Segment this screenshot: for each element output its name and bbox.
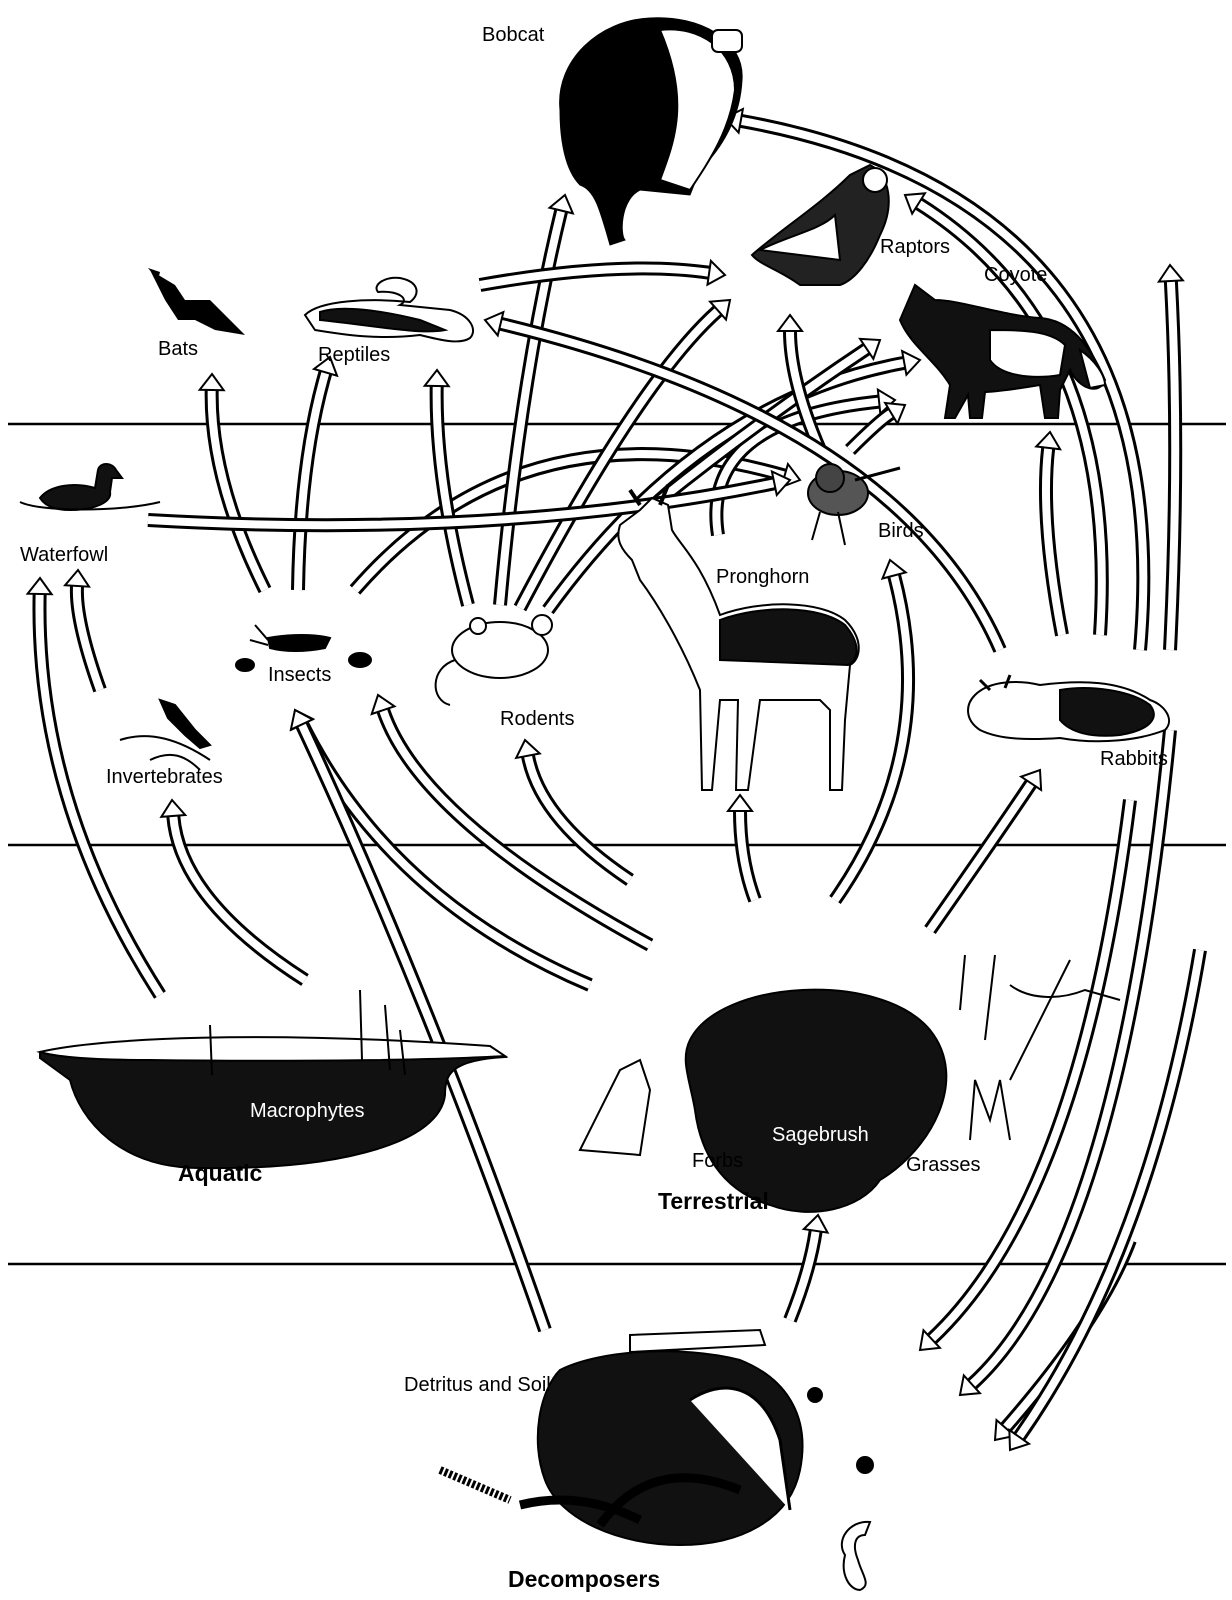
energy-flow-arrow-shaft [528,756,630,880]
label-invertebrates: Invertebrates [106,766,223,789]
energy-flow-arrowhead [372,695,395,714]
label-detritus-soil: Detritus and Soil [404,1374,551,1397]
label-bobcat: Bobcat [482,24,544,47]
energy-flow-arrowhead [425,370,449,386]
reptile-illustration [305,278,473,342]
label-insects: Insects [268,664,331,687]
energy-flow-arrow-shaft [383,710,650,945]
energy-flow-arrowhead [778,315,802,331]
rodent-illustration [436,615,552,705]
energy-flow-arrowhead [28,578,52,594]
energy-flow-arrow-fill [850,413,891,450]
detritus-soil-illustration [440,1330,873,1590]
pronghorn-illustration [618,485,858,790]
energy-flow-arrow-shaft [173,816,305,980]
label-birds: Birds [878,520,924,543]
energy-flow-arrow-fill [930,783,1031,930]
label-decomposers: Decomposers [508,1566,660,1593]
energy-flow-arrowhead [516,740,540,758]
energy-flow-arrowhead [200,374,224,390]
energy-flow-arrowhead [1036,432,1060,449]
invertebrate-illustration [120,700,210,770]
waterfowl-illustration [20,464,160,510]
energy-flow-arrow-fill [173,816,305,980]
label-raptors: Raptors [880,236,950,259]
bat-illustration [148,268,245,335]
label-bats: Bats [158,338,198,361]
raptor-illustration [752,165,889,285]
label-pronghorn: Pronghorn [716,566,809,589]
energy-flow-arrowhead [1159,265,1183,282]
label-terrestrial: Terrestrial [658,1188,769,1215]
energy-flow-arrowhead [550,195,573,213]
energy-flow-arrowhead [902,351,920,375]
rabbit-illustration [968,675,1169,741]
energy-flow-arrowhead [65,570,89,587]
energy-flow-arrowhead [882,560,905,579]
label-rodents: Rodents [500,708,575,731]
energy-flow-arrow-fill [383,710,650,945]
energy-flow-arrow-shaft [39,594,160,995]
energy-flow-arrow-shaft [1019,950,1200,1437]
energy-flow-arrowhead [707,261,725,285]
label-aquatic: Aquatic [178,1160,262,1187]
energy-flow-arrow-shaft [302,724,590,985]
label-rabbits: Rabbits [1100,748,1168,771]
label-reptiles: Reptiles [318,344,390,367]
energy-flow-arrow-fill [1019,950,1200,1437]
label-waterfowl: Waterfowl [20,544,108,567]
energy-flow-arrow-shaft [212,390,265,590]
label-sagebrush: Sagebrush [772,1124,869,1147]
label-grasses: Grasses [906,1154,980,1177]
energy-flow-arrowhead [485,312,503,335]
energy-flow-arrowhead [161,800,185,817]
label-forbs: Forbs [692,1150,743,1173]
bobcat-illustration [560,18,743,245]
energy-flow-arrowhead [728,795,752,811]
label-macrophytes: Macrophytes [250,1100,365,1123]
energy-flow-arrow-fill [39,594,160,995]
label-coyote: Coyote [984,264,1047,287]
energy-flow-arrow-fill [302,724,590,985]
energy-flow-arrowhead [804,1215,828,1233]
